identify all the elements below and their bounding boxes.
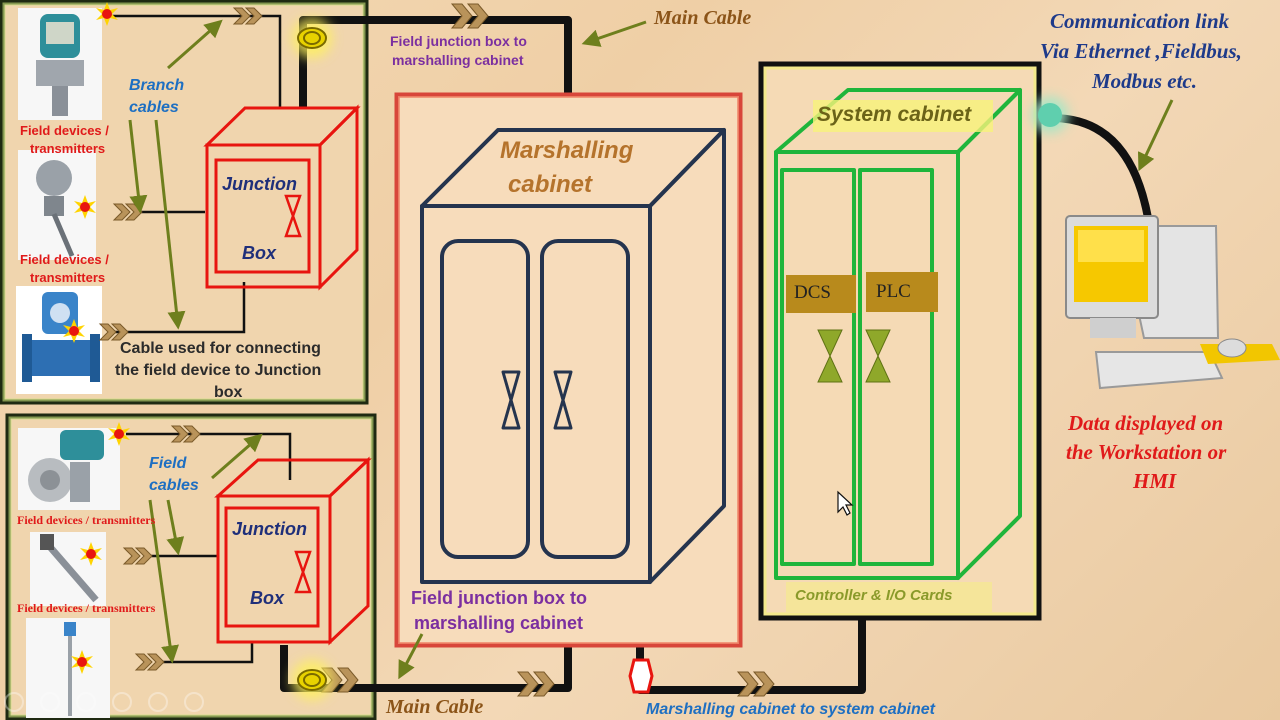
system-cabinet xyxy=(758,61,1042,621)
main-cable-top-label: Main Cable xyxy=(654,7,752,29)
branch-cables-label-1: Branch xyxy=(129,77,185,94)
junction-box-top-label-2: Box xyxy=(242,243,277,263)
field-devices-label-1b: transmitters xyxy=(30,141,106,156)
system-cabinet-label: System cabinet xyxy=(817,103,972,126)
slide-toolbar[interactable] xyxy=(4,692,204,712)
junction-box-bottom-label-1: Junction xyxy=(232,519,307,539)
cable-gland-bottom-icon xyxy=(292,660,332,700)
pointer-arrows xyxy=(128,19,1174,680)
data-displayed-label-2: the Workstation or xyxy=(1066,440,1227,464)
next-icon[interactable] xyxy=(40,692,60,712)
slides-icon[interactable] xyxy=(112,692,132,712)
prev-icon[interactable] xyxy=(4,692,24,712)
junction-box-top-label-1: Junction xyxy=(222,174,297,194)
mouse-cursor-icon xyxy=(837,490,854,516)
cable-gland-top-icon xyxy=(292,18,332,58)
jb-to-mc-bottom-label-1: Field junction box to xyxy=(411,588,587,608)
dcs-label: DCS xyxy=(794,282,831,303)
jb-to-mc-bottom-label-2: marshalling cabinet xyxy=(414,613,584,633)
more-icon[interactable] xyxy=(184,692,204,712)
comm-link-label-2: Via Ethernet ,Fieldbus, xyxy=(1040,39,1242,63)
field-cables-label-2: cables xyxy=(149,477,199,494)
data-displayed-label-1: Data displayed on xyxy=(1068,411,1224,435)
field-devices-label-4: Field devices / transmitters xyxy=(17,601,156,615)
cable-used-label-3: box xyxy=(214,384,243,401)
workstation-icon xyxy=(1065,215,1280,390)
field-device-4-image xyxy=(18,428,120,510)
comm-link-label-1: Communication link xyxy=(1050,9,1230,33)
jb-to-mc-top-label-2: marshalling cabinet xyxy=(392,52,524,68)
field-device-3-image xyxy=(16,286,102,394)
field-devices-label-2b: transmitters xyxy=(30,270,106,285)
field-devices-label-3: Field devices / transmitters xyxy=(17,513,156,527)
controller-io-label: Controller & I/O Cards xyxy=(795,587,953,604)
field-device-1-image xyxy=(18,8,102,120)
field-device-5-image xyxy=(30,532,106,606)
marshalling-cabinet-label-1: Marshalling xyxy=(500,137,634,164)
main-cable-bottom-label: Main Cable xyxy=(386,696,484,718)
junction-box-bottom-label-2: Box xyxy=(250,588,285,608)
comm-link-label-3: Modbus etc. xyxy=(1092,69,1197,93)
pen-icon[interactable] xyxy=(76,692,96,712)
marshalling-cabinet-label-2: cabinet xyxy=(508,171,593,198)
field-devices-label-1a: Field devices / xyxy=(20,123,109,138)
branch-cables-label-2: cables xyxy=(129,99,179,116)
field-device-6-image xyxy=(26,618,110,718)
starburst-icons xyxy=(63,2,130,674)
zoom-icon[interactable] xyxy=(148,692,168,712)
marshalling-cabinet xyxy=(394,92,743,648)
mc-to-sys-label: Marshalling cabinet to system cabinet xyxy=(646,701,935,718)
cable-used-label-2: the field device to Junction xyxy=(115,362,322,379)
junction-box-bottom xyxy=(214,456,372,646)
field-devices-label-2a: Field devices / xyxy=(20,252,109,267)
flow-chevrons xyxy=(98,3,775,697)
cable-connector-icon xyxy=(628,658,654,694)
plc-label: PLC xyxy=(876,281,911,302)
data-displayed-label-3: HMI xyxy=(1133,469,1177,493)
jb-to-mc-top-label-1: Field junction box to xyxy=(390,33,527,49)
junction-box-top xyxy=(203,104,361,291)
field-cables-label-1: Field xyxy=(149,455,187,472)
cable-used-label-1: Cable used for connecting xyxy=(120,340,321,357)
communication-cable xyxy=(1032,97,1154,231)
